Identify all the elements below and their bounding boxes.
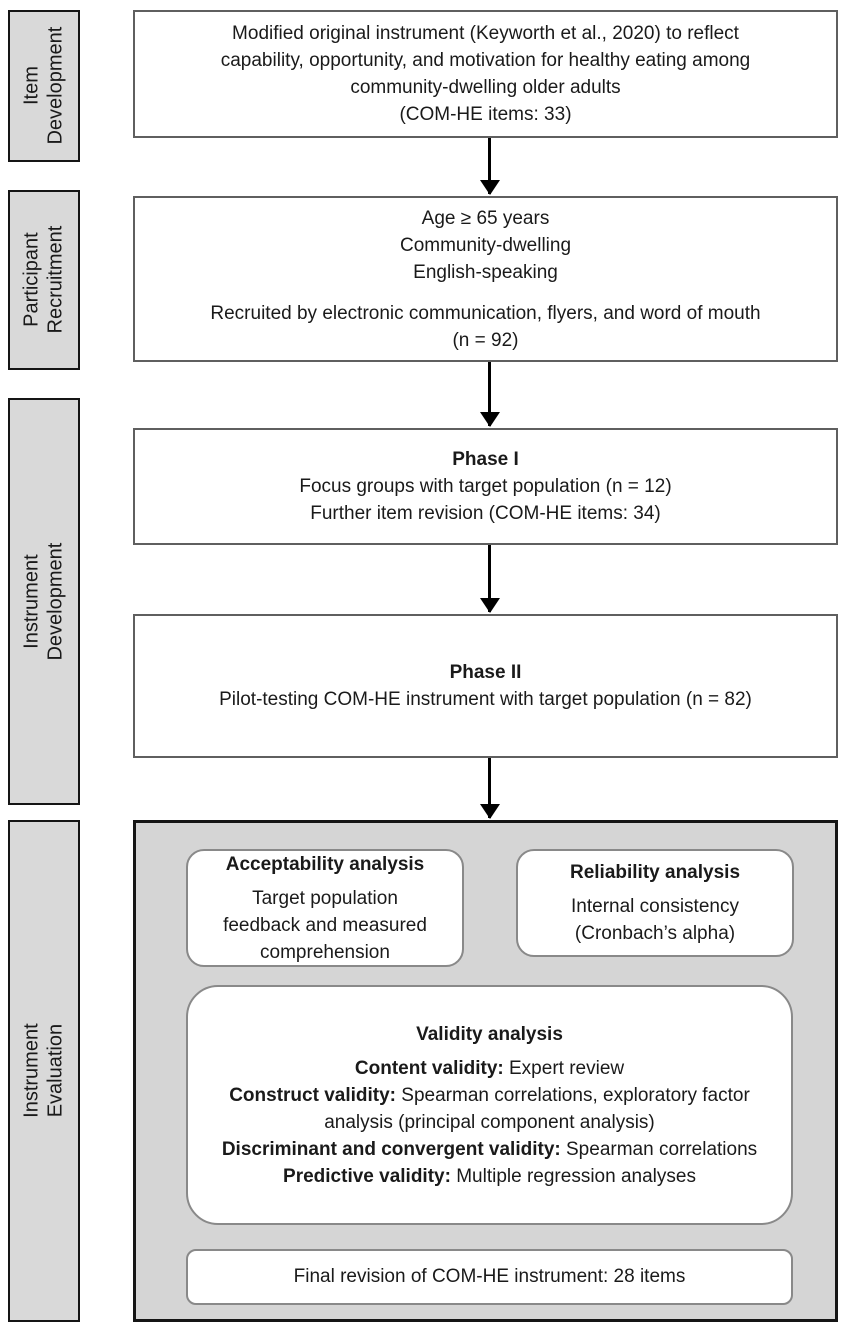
box-line: Target population xyxy=(252,887,398,909)
box-line: Pilot-testing COM-HE instrument with tar… xyxy=(219,689,752,710)
box-line: (Cronbach’s alpha) xyxy=(574,923,736,944)
validity-item-label: Construct validity: xyxy=(229,1084,397,1106)
stage-item-development: Item Development xyxy=(8,10,80,162)
validity-item-label: Predictive validity: xyxy=(283,1165,451,1187)
box-line: Further item revision (COM-HE items: 34) xyxy=(310,503,661,524)
validity-item-text: Multiple regression analyses xyxy=(450,1165,696,1187)
stage-label: Instrument Development xyxy=(20,543,67,661)
box-title: Acceptability analysis xyxy=(225,853,425,875)
validity-item: Discriminant and convergent validity: Sp… xyxy=(222,1136,757,1163)
phase-1-box: Phase I Focus groups with target populat… xyxy=(133,428,838,545)
stage-instrument-evaluation: Instrument Evaluation xyxy=(8,820,80,1322)
down-arrow xyxy=(488,362,491,426)
recruitment-box: Age ≥ 65 years Community-dwelling Englis… xyxy=(133,196,838,362)
box-line: Community-dwelling xyxy=(399,234,572,256)
evaluation-panel: Acceptability analysis Target population… xyxy=(133,820,838,1322)
box-line: Final revision of COM-HE instrument: 28 … xyxy=(293,1266,686,1287)
stage-label-line: Development xyxy=(44,542,66,661)
validity-box: Validity analysis Content validity: Expe… xyxy=(186,985,793,1225)
box-title: Validity analysis xyxy=(416,1023,563,1045)
stage-label-line: Instrument xyxy=(20,1023,43,1119)
stage-label-line: Development xyxy=(44,27,66,145)
validity-item-label: Discriminant and convergent validity: xyxy=(221,1138,561,1160)
box-line: comprehension xyxy=(260,941,390,963)
box-title: Phase I xyxy=(452,449,519,470)
box-line: community-dwelling older adults xyxy=(350,77,621,98)
stage-participant-recruitment: Participant Recruitment xyxy=(8,190,80,370)
stage-instrument-development: Instrument Development xyxy=(8,398,80,805)
acceptability-box: Acceptability analysis Target population… xyxy=(186,849,464,967)
box-line: Recruited by electronic communication, f… xyxy=(210,302,761,324)
validity-item-text: Spearman correlations xyxy=(560,1138,758,1160)
stage-label-line: Item xyxy=(20,66,43,106)
box-line: capability, opportunity, and motivation … xyxy=(220,50,751,71)
down-arrow xyxy=(488,758,491,818)
reliability-box: Reliability analysis Internal consistenc… xyxy=(516,849,794,957)
validity-item: Content validity: Expert review xyxy=(355,1055,624,1082)
box-line: feedback and measured xyxy=(223,914,427,936)
down-arrow xyxy=(488,545,491,612)
stage-label: Instrument Evaluation xyxy=(20,1024,67,1118)
stage-label-line: Participant xyxy=(20,232,43,328)
box-line: Focus groups with target population (n =… xyxy=(299,476,672,497)
box-line: Age ≥ 65 years xyxy=(421,207,550,229)
box-line: (n = 92) xyxy=(452,329,519,351)
modification-box: Modified original instrument (Keyworth e… xyxy=(133,10,838,138)
stage-label-line: Instrument xyxy=(20,554,43,649)
box-line: English-speaking xyxy=(413,261,558,283)
box-title: Reliability analysis xyxy=(569,862,741,883)
stage-label-line: Recruitment xyxy=(44,226,66,334)
box-line: Internal consistency xyxy=(571,896,739,917)
box-title: Phase II xyxy=(449,662,522,683)
stage-label: Participant Recruitment xyxy=(20,226,67,334)
stage-label-line: Evaluation xyxy=(44,1024,67,1118)
box-line: Modified original instrument (Keyworth e… xyxy=(232,23,739,44)
validity-item-text: Spearman correlations, exploratory facto… xyxy=(324,1084,750,1133)
validity-item: Predictive validity: Multiple regression… xyxy=(283,1163,696,1190)
down-arrow xyxy=(488,138,491,194)
stage-label: Item Development xyxy=(20,27,67,145)
validity-item-label: Content validity: xyxy=(354,1057,504,1079)
box-line: (COM-HE items: 33) xyxy=(399,104,572,125)
validity-item-text: Expert review xyxy=(503,1057,625,1079)
final-revision-box: Final revision of COM-HE instrument: 28 … xyxy=(186,1249,793,1305)
validity-item: Construct validity: Spearman correlation… xyxy=(218,1082,761,1136)
phase-2-box: Phase II Pilot-testing COM-HE instrument… xyxy=(133,614,838,758)
